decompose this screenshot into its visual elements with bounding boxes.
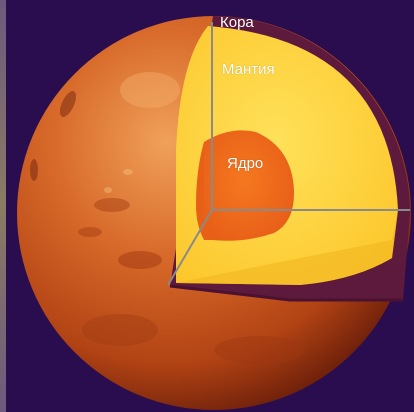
axis-lines xyxy=(167,22,410,286)
left-frame-border xyxy=(0,0,6,412)
surface-markings xyxy=(30,72,306,364)
core-layer xyxy=(204,130,295,241)
label-crust: Кора xyxy=(220,14,254,31)
label-core: Ядро xyxy=(227,155,264,172)
label-mantle: Мантия xyxy=(222,61,275,78)
